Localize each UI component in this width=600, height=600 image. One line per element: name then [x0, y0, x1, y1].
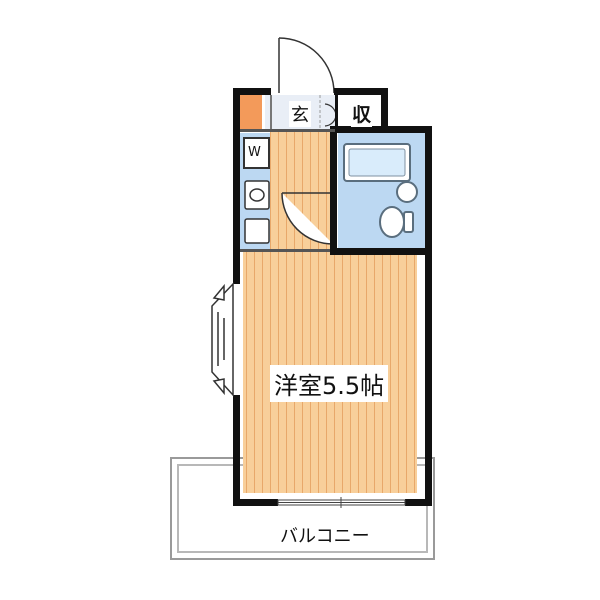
balcony-window	[277, 497, 406, 508]
sink-icon	[396, 181, 418, 203]
bay-window	[211, 282, 234, 397]
balcony-label: バルコニー	[276, 522, 374, 548]
kitchen-counter	[240, 133, 270, 249]
entrance-accent	[240, 95, 262, 129]
washer-icon	[243, 137, 270, 169]
entrance-label: 玄	[289, 101, 311, 127]
western-room-label: 洋室5.5帖	[270, 365, 389, 402]
bathroom-door	[281, 192, 334, 245]
kitchen-sink-icon	[244, 218, 270, 244]
toilet-icon	[379, 206, 405, 238]
washer-label: W	[248, 145, 261, 160]
walls	[233, 88, 432, 506]
entrance-door	[278, 37, 335, 94]
storage-label: 収	[351, 100, 373, 127]
bath-toilet-unit	[338, 133, 425, 248]
